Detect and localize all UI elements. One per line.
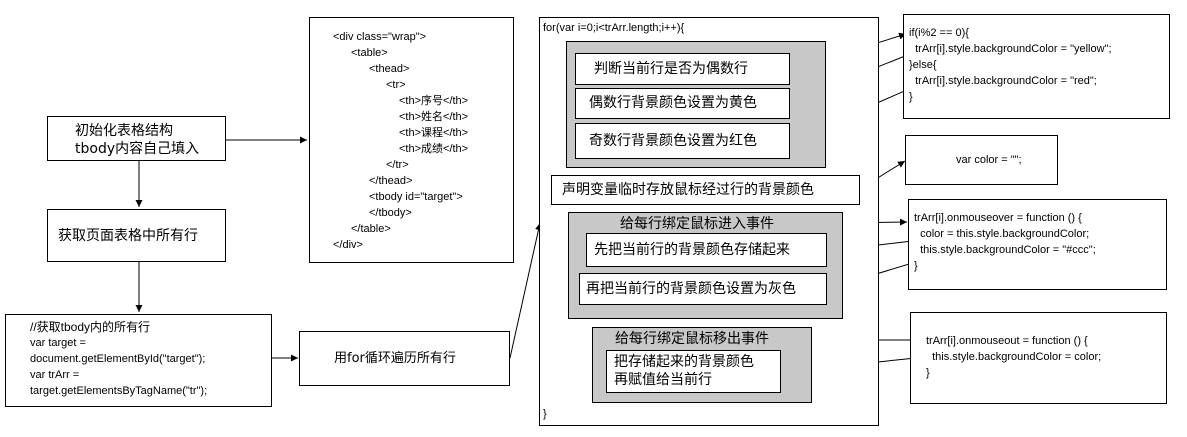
mouseout-line: this.style.backgroundColor = color; bbox=[926, 351, 1102, 363]
store-color-label: 先把当前行的背景颜色存储起来 bbox=[594, 242, 790, 258]
ifelse-code-box: if(i%2 == 0){ trArr[i].style.backgroundC… bbox=[903, 14, 1170, 119]
code-line: target.getElementsByTagName("tr"); bbox=[30, 385, 208, 397]
html-line: </tr> bbox=[386, 159, 409, 171]
restore-line-2: 再赋值给当前行 bbox=[614, 372, 712, 388]
init-line-2: tbody内容自己填入 bbox=[75, 141, 200, 157]
check-even-box: 判断当前行是否为偶数行 bbox=[575, 53, 790, 85]
mouseover-code-box: trArr[i].onmouseover = function () { col… bbox=[908, 199, 1167, 290]
even-yellow-label: 偶数行背景颜色设置为黄色 bbox=[589, 95, 757, 111]
mouseout-line: trArr[i].onmouseout = function () { bbox=[926, 335, 1088, 347]
set-gray-label: 再把当前行的背景颜色设置为灰色 bbox=[586, 281, 796, 297]
get-rows-label: 获取页面表格中所有行 bbox=[58, 228, 198, 244]
ifelse-line: trArr[i].style.backgroundColor = "red"; bbox=[909, 75, 1097, 87]
html-line: <tbody id="target"> bbox=[369, 191, 463, 203]
code-line: //获取tbody内的所有行 bbox=[30, 320, 151, 334]
get-rows-code-box: //获取tbody内的所有行 var target = document.get… bbox=[5, 314, 272, 407]
html-line: </table> bbox=[351, 223, 391, 235]
get-rows-box: 获取页面表格中所有行 bbox=[47, 209, 226, 262]
code-line: var target = bbox=[30, 337, 86, 349]
html-line: <th>成绩</th> bbox=[399, 143, 469, 155]
code-line: document.getElementById("target"); bbox=[30, 353, 206, 365]
html-line: </thead> bbox=[369, 175, 413, 187]
even-yellow-box: 偶数行背景颜色设置为黄色 bbox=[575, 88, 790, 119]
for-close: } bbox=[543, 408, 547, 420]
odd-red-label: 奇数行背景颜色设置为红色 bbox=[589, 133, 757, 149]
init-table-box: 初始化表格结构 tbody内容自己填入 bbox=[47, 116, 226, 161]
code-line: var trArr = bbox=[30, 369, 80, 381]
declare-var-label: 声明变量临时存放鼠标经过行的背景颜色 bbox=[562, 182, 814, 198]
store-color-box: 先把当前行的背景颜色存储起来 bbox=[586, 233, 827, 267]
html-line: </div> bbox=[333, 239, 363, 251]
for-header: for(var i=0;i<trArr.length;i++){ bbox=[543, 22, 685, 34]
var-color-box: var color = ""; bbox=[905, 135, 1058, 185]
odd-red-box: 奇数行背景颜色设置为红色 bbox=[575, 123, 790, 159]
html-line: <th>姓名</th> bbox=[399, 111, 469, 123]
check-even-label: 判断当前行是否为偶数行 bbox=[594, 61, 748, 77]
mouseover-line: } bbox=[914, 260, 918, 272]
declare-var-box: 声明变量临时存放鼠标经过行的背景颜色 bbox=[551, 175, 860, 205]
html-line: <tr> bbox=[386, 79, 406, 91]
html-line: </tbody> bbox=[369, 207, 412, 219]
arrow-for-to-block bbox=[509, 222, 542, 359]
mouseout-code-box: trArr[i].onmouseout = function () { this… bbox=[910, 312, 1167, 404]
mouseover-title: 给每行绑定鼠标进入事件 bbox=[620, 216, 774, 232]
var-color-code: var color = ""; bbox=[956, 154, 1022, 166]
restore-color-box: 把存储起来的背景颜色 再赋值给当前行 bbox=[606, 350, 781, 393]
html-line: <th>序号</th> bbox=[399, 95, 469, 107]
for-loop-label: 用for循环遍历所有行 bbox=[334, 351, 456, 366]
for-loop-box: 用for循环遍历所有行 bbox=[299, 331, 510, 386]
ifelse-line: trArr[i].style.backgroundColor = "yellow… bbox=[909, 43, 1112, 55]
ifelse-line: } bbox=[909, 91, 913, 103]
html-structure-box: <div class="wrap"> <table> <thead> <tr> … bbox=[309, 17, 514, 263]
mouseout-line: } bbox=[926, 367, 930, 379]
html-line: <th>课程</th> bbox=[399, 127, 469, 139]
mouseover-line: trArr[i].onmouseover = function () { bbox=[914, 212, 1082, 224]
restore-line-1: 把存储起来的背景颜色 bbox=[614, 354, 754, 370]
init-line-1: 初始化表格结构 bbox=[75, 123, 173, 139]
ifelse-line: if(i%2 == 0){ bbox=[909, 27, 969, 39]
set-gray-box: 再把当前行的背景颜色设置为灰色 bbox=[579, 273, 827, 305]
html-line: <thead> bbox=[369, 63, 410, 75]
mouseover-line: color = this.style.backgroundColor; bbox=[914, 228, 1090, 240]
html-line: <table> bbox=[351, 47, 388, 59]
html-line: <div class="wrap"> bbox=[333, 31, 427, 43]
mouseover-line: this.style.backgroundColor = "#ccc"; bbox=[914, 244, 1096, 256]
ifelse-line: }else{ bbox=[909, 59, 937, 71]
mouseout-title: 给每行绑定鼠标移出事件 bbox=[615, 331, 769, 347]
